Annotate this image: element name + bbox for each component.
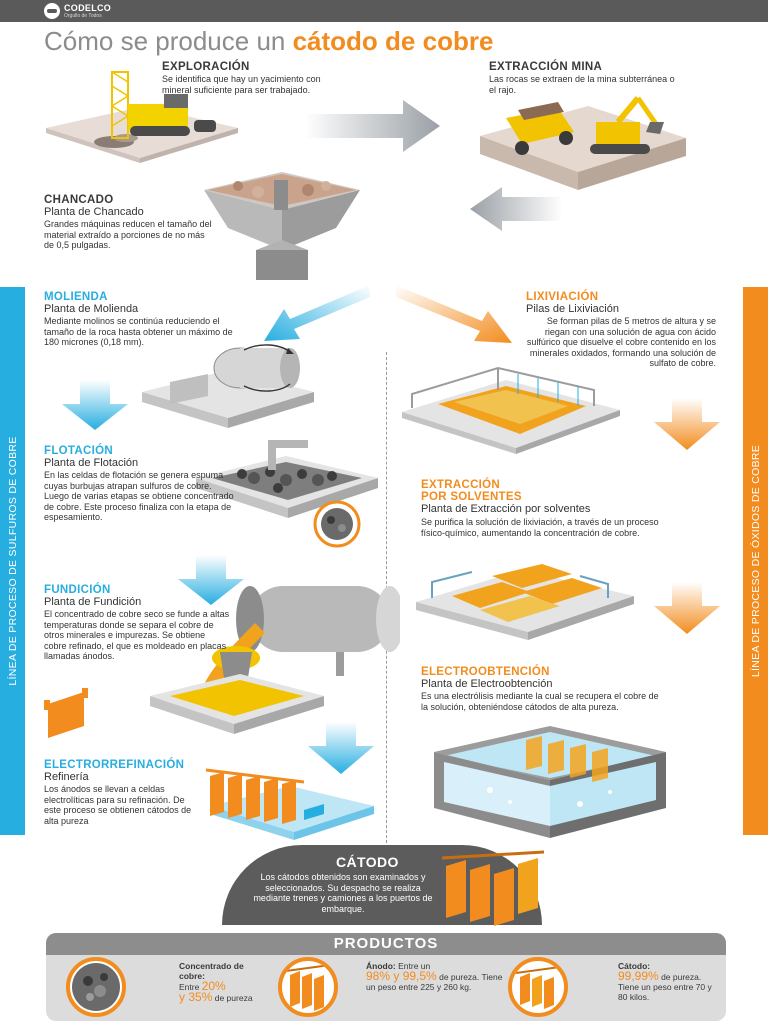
brand-tagline: Orgullo de Todos	[64, 12, 102, 19]
catodo-title: CÁTODO	[336, 854, 399, 870]
producto-concentrado: Concentrado de cobre: Entre 20% y 35% de…	[66, 957, 266, 1019]
productos-panel: PRODUCTOS Concentrado de cobre: Entre 20…	[46, 933, 726, 1021]
electroobtencion-subtitle: Planta de Electroobtención	[421, 678, 553, 690]
arrow-mina-to-chancado	[470, 187, 562, 231]
concentrado-image	[66, 957, 126, 1017]
catodo-product-value: 99,99%	[618, 969, 659, 983]
exploracion-illustration	[46, 71, 238, 163]
extraccion-solventes-illustration	[416, 564, 634, 640]
concentrado-value-1: 20%	[201, 979, 226, 993]
concentrado-text: Concentrado de cobre: Entre 20% y 35% de…	[179, 961, 259, 1003]
electroobtencion-title: ELECTROOBTENCIÓN	[421, 666, 550, 678]
extraccion-solventes-title-1: EXTRACCIÓN	[421, 479, 501, 491]
electrorrefinacion-illustration	[205, 768, 374, 840]
molienda-description: Mediante molinos se continúa reduciendo …	[44, 316, 233, 347]
arrow-chancado-to-molienda	[264, 285, 370, 341]
page-title: Cómo se produce un cátodo de cobre	[44, 26, 493, 57]
title-part-2: cátodo de cobre	[292, 26, 494, 56]
flotacion-subtitle: Planta de Flotación	[44, 457, 139, 469]
extraccion-mina-title: EXTRACCIÓN MINA	[489, 61, 603, 73]
molienda-title: MOLIENDA	[44, 291, 108, 303]
lixiviacion-description: Se forman pilas de 5 metros de altura y …	[526, 316, 716, 368]
anodo-label: Ánodo:	[366, 961, 396, 971]
sulfuros-side-label: LÍNEA DE PROCESO DE SULFUROS DE COBRE	[6, 436, 19, 686]
extraccion-solventes-subtitle: Planta de Extracción por solventes	[421, 503, 591, 515]
arrow-exploracion-to-mina	[305, 100, 440, 152]
electroobtencion-description: Es una electrólisis mediante la cual se …	[421, 691, 659, 712]
chancado-subtitle: Planta de Chancado	[44, 206, 144, 218]
electrorrefinacion-description: Los ánodos se llevan a celdas electrolít…	[44, 784, 192, 826]
fundicion-illustration	[44, 586, 400, 738]
brand-name: CODELCO	[64, 2, 112, 13]
producto-catodo: Cátodo: 99,99% de pureza. Tiene un peso …	[508, 957, 718, 1019]
concentrado-suffix: de pureza	[212, 993, 253, 1003]
lixiviacion-subtitle: Pilas de Lixiviación	[526, 303, 619, 315]
concentrado-mid: y	[179, 990, 189, 1004]
catodo-product-image	[508, 957, 568, 1017]
arrow-molienda-to-flotacion	[62, 380, 128, 430]
fundicion-title: FUNDICIÓN	[44, 584, 111, 596]
fundicion-description: El concentrado de cobre seco se funde a …	[44, 609, 230, 661]
concentrado-prefix: Entre	[179, 982, 202, 992]
extraccion-mina-description: Las rocas se extraen de la mina subterrá…	[489, 74, 675, 95]
extraccion-mina-illustration	[480, 96, 686, 190]
arrow-flotacion-to-fundicion	[178, 555, 244, 605]
extraccion-solventes-title-2: POR SOLVENTES	[421, 491, 522, 503]
arrow-lixiviacion-to-extraccion	[654, 398, 720, 450]
anodo-value-2: 99,5%	[402, 969, 437, 983]
molienda-subtitle: Planta de Molienda	[44, 303, 139, 315]
flotacion-title: FLOTACIÓN	[44, 445, 113, 457]
exploracion-title: EXPLORACIÓN	[162, 61, 250, 73]
arrow-extraccion-to-electroobtencion	[654, 582, 720, 634]
chancado-illustration	[204, 172, 360, 280]
molienda-illustration	[142, 344, 314, 428]
oxidos-side-bar: LÍNEA DE PROCESO DE ÓXIDOS DE COBRE	[743, 287, 768, 835]
anodo-prefix: Entre un	[395, 961, 431, 971]
codelco-logo: CODELCO Orgullo de Todos	[44, 3, 111, 19]
electroobtencion-illustration	[434, 726, 666, 838]
lixiviacion-illustration	[402, 366, 620, 454]
electrorrefinacion-title: ELECTRORREFINACIÓN	[44, 759, 185, 771]
chancado-description: Grandes máquinas reducen el tamaño del m…	[44, 219, 212, 250]
concentrado-label: Concentrado de cobre:	[179, 961, 244, 981]
anodo-text: Ánodo: Entre un 98% y 99,5% de pureza. T…	[366, 961, 506, 992]
concentrado-value-2: 35%	[188, 990, 213, 1004]
anodo-image	[278, 957, 338, 1017]
catodo-product-text: Cátodo: 99,99% de pureza. Tiene un peso …	[618, 961, 714, 1002]
producto-anodo: Ánodo: Entre un 98% y 99,5% de pureza. T…	[278, 957, 508, 1019]
catodo-description: Los cátodos obtenidos son examinados y s…	[253, 872, 433, 914]
fundicion-subtitle: Planta de Fundición	[44, 596, 142, 608]
exploracion-description: Se identifica que hay un yacimiento con …	[162, 74, 321, 95]
sulfuros-side-bar: LÍNEA DE PROCESO DE SULFUROS DE COBRE	[0, 287, 25, 835]
catodo-illustration	[441, 850, 545, 926]
oxidos-side-label: LÍNEA DE PROCESO DE ÓXIDOS DE COBRE	[749, 444, 762, 678]
title-part-1: Cómo se produce un	[44, 26, 293, 56]
catodo-product-suffix: de pureza. Tiene un peso entre 70 y 80 k…	[618, 972, 712, 1002]
arrow-fundicion-to-electrorrefinacion	[308, 722, 374, 774]
codelco-logo-icon	[44, 3, 60, 19]
lixiviacion-title: LIXIVIACIÓN	[526, 291, 599, 303]
productos-title: PRODUCTOS	[46, 933, 726, 955]
anodo-suffix: de pureza. Tiene un peso entre 225 y 260…	[366, 972, 503, 992]
extraccion-solventes-description: Se purifica la solución de lixiviación, …	[421, 517, 659, 538]
anodo-value-1: 98%	[366, 969, 391, 983]
flotacion-description: En las celdas de flotación se genera esp…	[44, 470, 234, 522]
flotacion-illustration	[196, 440, 378, 548]
anodo-mid: y	[390, 969, 403, 983]
top-bar: CODELCO Orgullo de Todos	[0, 0, 768, 22]
catodo-product-label: Cátodo:	[618, 961, 651, 971]
arrow-chancado-to-lixiviacion	[396, 285, 512, 343]
chancado-title: CHANCADO	[44, 194, 114, 206]
electrorrefinacion-subtitle: Refinería	[44, 771, 89, 783]
